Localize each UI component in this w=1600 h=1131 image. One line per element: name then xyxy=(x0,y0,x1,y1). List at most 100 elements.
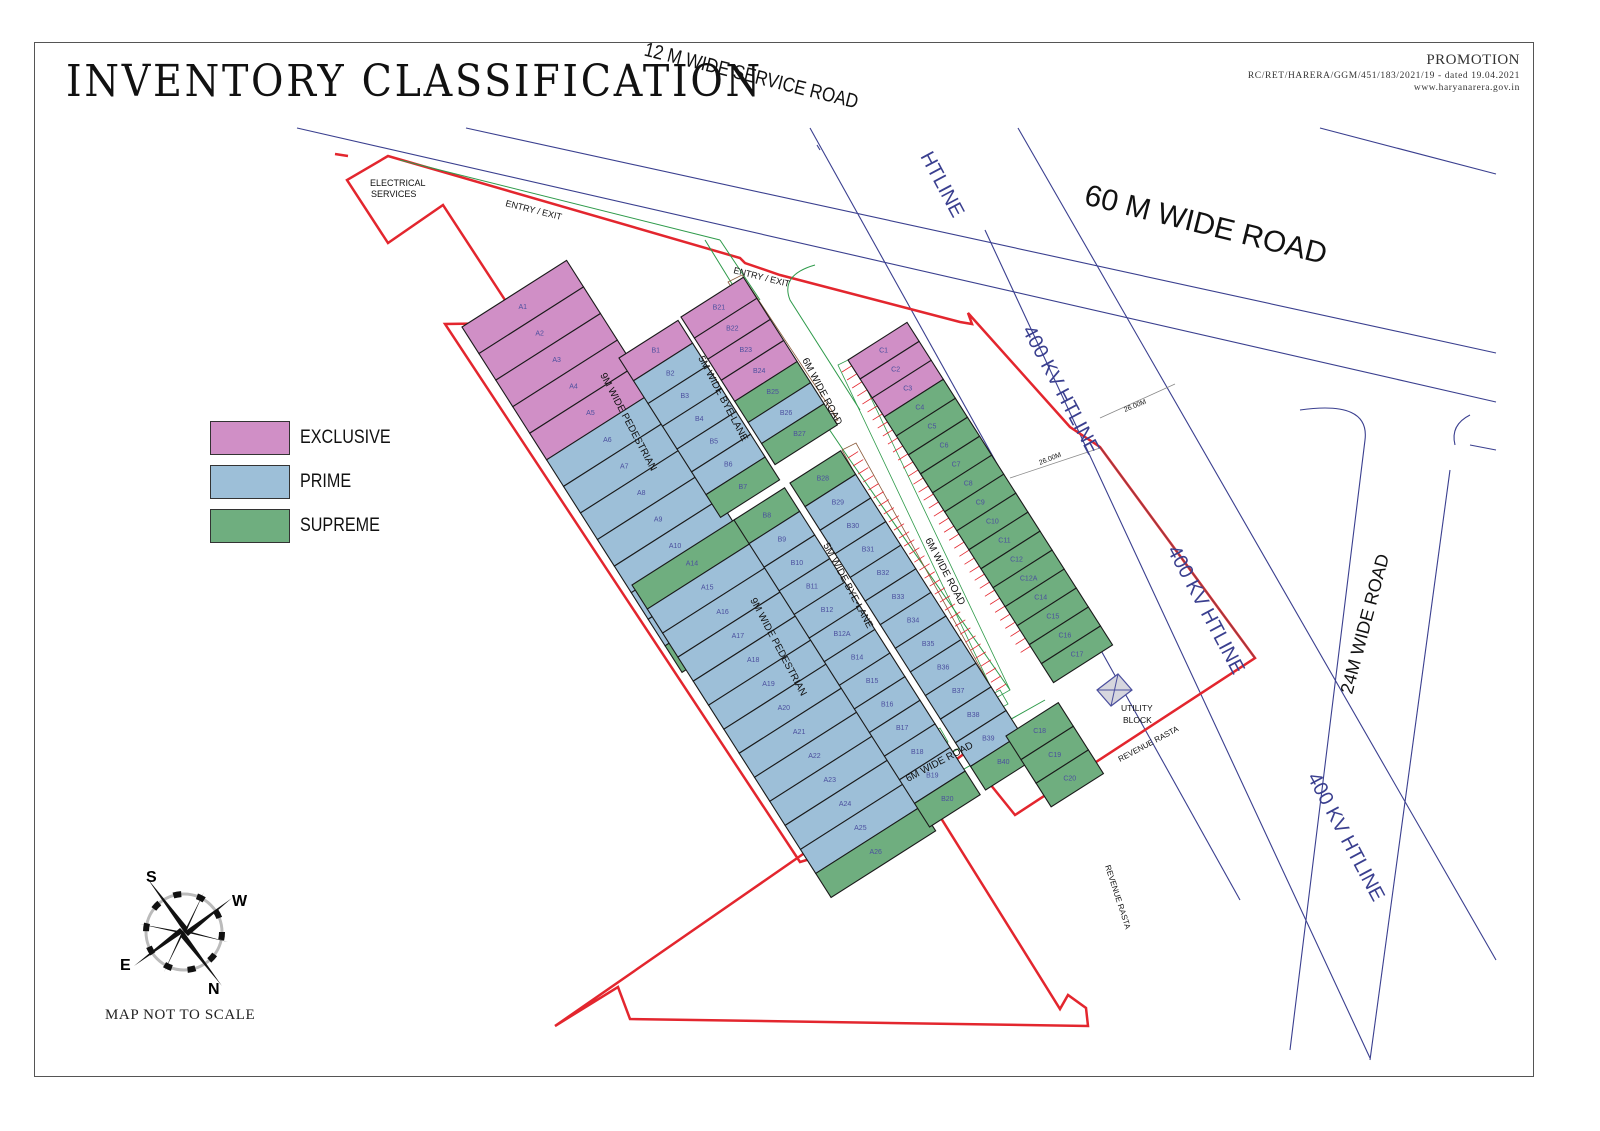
website-link[interactable]: www.haryanarera.gov.in xyxy=(1413,83,1520,93)
compass-e: E xyxy=(120,957,131,974)
unit-label: B16 xyxy=(881,702,894,709)
unit-label: B12 xyxy=(821,607,834,614)
unit-blocks: A1A2A3A4A5A6A7A8A9A10A11A12A12AA14A15A16… xyxy=(461,259,1114,899)
legend-swatch-supreme xyxy=(210,509,290,543)
block-label: BLOCK xyxy=(1123,715,1152,725)
legend-label: PRIME xyxy=(300,471,352,492)
unit-label: B9 xyxy=(778,536,787,543)
unit-label: A20 xyxy=(778,705,791,712)
dimension-lines xyxy=(1009,383,1176,479)
page-title: INVENTORY CLASSIFICATION xyxy=(66,56,763,107)
promotion-label: PROMOTION xyxy=(1426,52,1520,68)
unit-label: B23 xyxy=(740,347,753,354)
unit-a26[interactable] xyxy=(814,806,937,899)
legend-item-exclusive: EXCLUSIVE xyxy=(210,416,407,460)
unit-label: B14 xyxy=(851,654,864,661)
unit-label: C18 xyxy=(1033,728,1046,735)
unit-label: A10 xyxy=(669,543,682,550)
dimension-label: 26.00M xyxy=(1123,399,1147,414)
unit-label: C11 xyxy=(998,537,1010,544)
legend-item-supreme: SUPREME xyxy=(210,504,407,548)
unit-label: B18 xyxy=(911,749,924,756)
unit-label: B3 xyxy=(681,393,690,400)
revenue-rasta-label: REVENUE RASTA xyxy=(1103,864,1132,931)
compass-s: S xyxy=(146,869,157,886)
unit-c17[interactable] xyxy=(1040,625,1114,684)
utility-block-icon xyxy=(1096,673,1133,707)
unit-label: C14 xyxy=(1034,594,1047,601)
unit-c20[interactable] xyxy=(1035,749,1105,808)
unit-b27[interactable] xyxy=(760,402,839,466)
scale-note: MAP NOT TO SCALE xyxy=(105,1007,256,1023)
legend-swatch-exclusive xyxy=(210,421,290,455)
unit-label: A19 xyxy=(762,681,775,688)
unit-label: B11 xyxy=(806,584,818,591)
unit-label: C8 xyxy=(964,481,973,488)
unit-label: A21 xyxy=(793,729,806,736)
unit-label: A17 xyxy=(732,633,745,640)
unit-label: C5 xyxy=(927,424,936,431)
unit-label: C17 xyxy=(1071,651,1084,658)
unit-label: B34 xyxy=(907,617,920,624)
unit-label: B27 xyxy=(793,431,806,438)
entry-exit-label: ENTRY / EXIT xyxy=(505,198,564,222)
legend-label: EXCLUSIVE xyxy=(300,427,391,448)
unit-label: A22 xyxy=(808,753,821,760)
unit-label: C12A xyxy=(1020,575,1038,582)
unit-label: B39 xyxy=(982,735,995,742)
unit-label: C1 xyxy=(879,348,888,355)
unit-label: B6 xyxy=(724,461,733,468)
unit-label: C3 xyxy=(903,386,912,393)
htline-label: 400 KV HTLINE xyxy=(1163,542,1249,678)
unit-label: A7 xyxy=(620,463,629,470)
unit-label: B22 xyxy=(726,326,739,333)
unit-label: B33 xyxy=(892,594,905,601)
unit-label: A25 xyxy=(854,825,867,832)
compass-n: N xyxy=(208,981,220,996)
electrical-label: ELECTRICAL xyxy=(370,178,426,188)
unit-label: A4 xyxy=(569,384,578,391)
service-road-label: 12 M WIDE SERVICE ROAD xyxy=(642,38,861,113)
unit-label: B38 xyxy=(967,712,980,719)
unit-label: B1 xyxy=(651,348,660,355)
unit-b20[interactable] xyxy=(913,770,981,828)
unit-label: B21 xyxy=(713,305,726,312)
unit-label: C10 xyxy=(986,518,999,525)
unit-label: A9 xyxy=(654,517,663,524)
map-frame xyxy=(34,42,1534,1077)
unit-label: C7 xyxy=(952,462,961,469)
unit-label: C4 xyxy=(915,405,924,412)
unit-label: C15 xyxy=(1046,613,1059,620)
unit-label: C9 xyxy=(976,499,985,506)
unit-label: B5 xyxy=(710,439,719,446)
unit-label: B25 xyxy=(766,389,779,396)
legend: EXCLUSIVE PRIME SUPREME xyxy=(210,416,407,548)
legend-label: SUPREME xyxy=(300,515,380,536)
unit-label: A15 xyxy=(701,585,714,592)
promotion-info: PROMOTION RC/RET/HARERA/GGM/451/183/2021… xyxy=(1248,52,1520,93)
unit-label: B30 xyxy=(847,523,860,530)
unit-label: B31 xyxy=(862,547,875,554)
unit-label: C2 xyxy=(891,367,900,374)
unit-b7[interactable] xyxy=(705,456,781,519)
unit-label: A23 xyxy=(824,777,837,784)
unit-label: A8 xyxy=(637,490,646,497)
unit-label: B17 xyxy=(896,725,909,732)
htline-label: 400 KV HTLINE xyxy=(1303,769,1389,905)
legend-swatch-prime xyxy=(210,465,290,499)
unit-label: B20 xyxy=(941,796,954,803)
unit-label: A5 xyxy=(586,410,595,417)
unit-label: A24 xyxy=(839,801,852,808)
unit-label: A26 xyxy=(869,849,882,856)
unit-label: B35 xyxy=(922,641,935,648)
compass-icon: S W E N xyxy=(120,869,248,996)
unit-label: B10 xyxy=(791,560,804,567)
unit-label: B28 xyxy=(817,476,830,483)
unit-label: B15 xyxy=(866,678,879,685)
unit-label: A16 xyxy=(716,609,729,616)
unit-label: B36 xyxy=(937,665,950,672)
unit-label: B8 xyxy=(763,513,772,520)
unit-label: B4 xyxy=(695,416,704,423)
unit-label: B40 xyxy=(997,759,1010,766)
